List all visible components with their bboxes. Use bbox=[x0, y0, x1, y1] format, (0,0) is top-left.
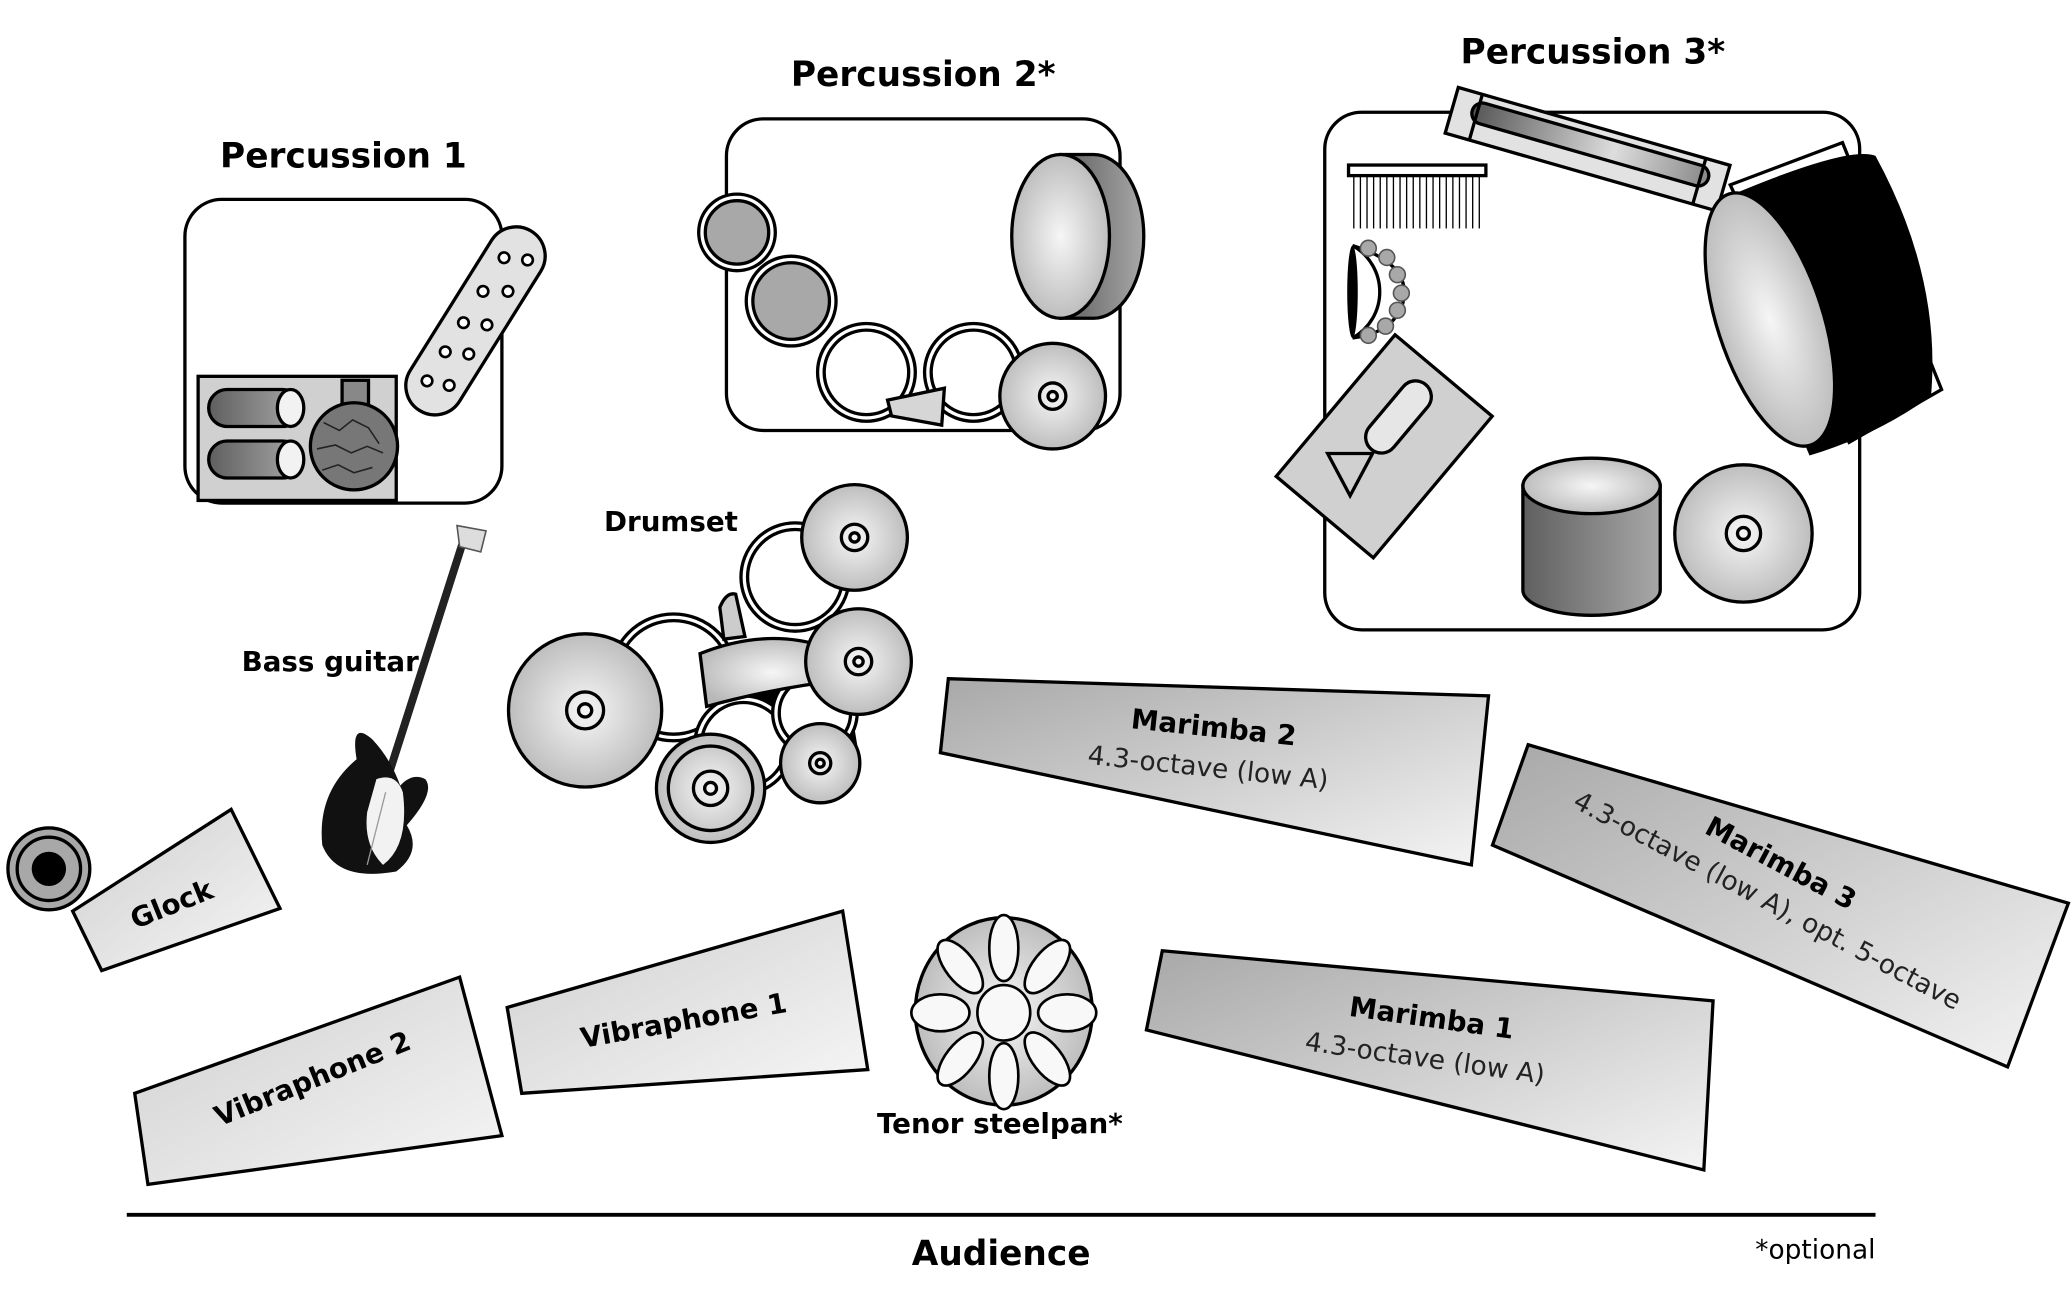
bass-guitar: Bass guitar bbox=[242, 524, 488, 874]
audience-label: Audience bbox=[912, 1234, 1091, 1274]
timbales-icon bbox=[815, 321, 1024, 423]
percussion-3-section: Percussion 3* bbox=[1273, 32, 1944, 632]
conga-pair-icon bbox=[207, 387, 306, 480]
percussion-3-title: Percussion 3* bbox=[1461, 32, 1726, 72]
vibraphone-2-shape bbox=[132, 974, 504, 1187]
percussion-1-section: Percussion 1 bbox=[183, 137, 547, 505]
cowbell-icon bbox=[885, 386, 947, 428]
china-cymbal-icon bbox=[778, 721, 862, 805]
marimba-2-shape bbox=[938, 677, 1491, 867]
concert-bass-drum-icon bbox=[1703, 140, 1944, 456]
optional-footnote: *optional bbox=[1755, 1234, 1875, 1265]
marimba-3-shape bbox=[1490, 742, 2071, 1070]
tenor-steelpan: Tenor steelpan* bbox=[877, 913, 1123, 1140]
ride-cymbal-icon bbox=[800, 482, 910, 592]
marimba-1: Marimba 1 4.3-octave (low A) bbox=[1144, 948, 1715, 1173]
vibraphone-2: Vibraphone 2 bbox=[132, 974, 504, 1187]
ratchet-bar-icon bbox=[1443, 85, 1733, 214]
shaker-icon bbox=[308, 378, 400, 492]
drumset-label: Drumset bbox=[604, 505, 738, 538]
mark-tree-icon bbox=[1346, 163, 1488, 229]
glock-stand-icon bbox=[6, 826, 92, 912]
bass-guitar-label: Bass guitar bbox=[242, 645, 420, 678]
cymbal-icon bbox=[998, 341, 1108, 451]
splash-cymbal-icon bbox=[804, 607, 913, 717]
glock-shape bbox=[70, 807, 283, 973]
marimba-1-shape bbox=[1144, 948, 1715, 1173]
marimba-2: Marimba 2 4.3-octave (low A) bbox=[938, 677, 1491, 867]
drumset: Drumset bbox=[506, 482, 913, 845]
hand-drum-icon bbox=[697, 192, 777, 273]
bass-guitar-icon bbox=[321, 524, 488, 874]
suspended-cymbal-icon bbox=[1673, 463, 1814, 604]
hihat-icon bbox=[654, 732, 767, 845]
steelpan-icon bbox=[910, 913, 1098, 1111]
tenor-steelpan-label: Tenor steelpan* bbox=[877, 1107, 1123, 1140]
bass-drum-icon bbox=[1010, 152, 1146, 320]
crash-cymbal-icon bbox=[506, 632, 664, 789]
glock: Glock bbox=[6, 807, 283, 973]
percussion-2-title: Percussion 2* bbox=[791, 55, 1056, 95]
vibraphone-1: Vibraphone 1 bbox=[505, 909, 870, 1096]
percussion-2-section: Percussion 2* bbox=[697, 55, 1146, 451]
slapstick-icon bbox=[1273, 332, 1495, 561]
vibraphone-1-shape bbox=[505, 909, 870, 1096]
tambourine-icon bbox=[1347, 239, 1411, 345]
tone-bar-icon bbox=[404, 225, 547, 417]
hand-drum-large-icon bbox=[744, 254, 838, 348]
percussion-1-title: Percussion 1 bbox=[220, 137, 467, 177]
tom-icon bbox=[1521, 456, 1662, 617]
